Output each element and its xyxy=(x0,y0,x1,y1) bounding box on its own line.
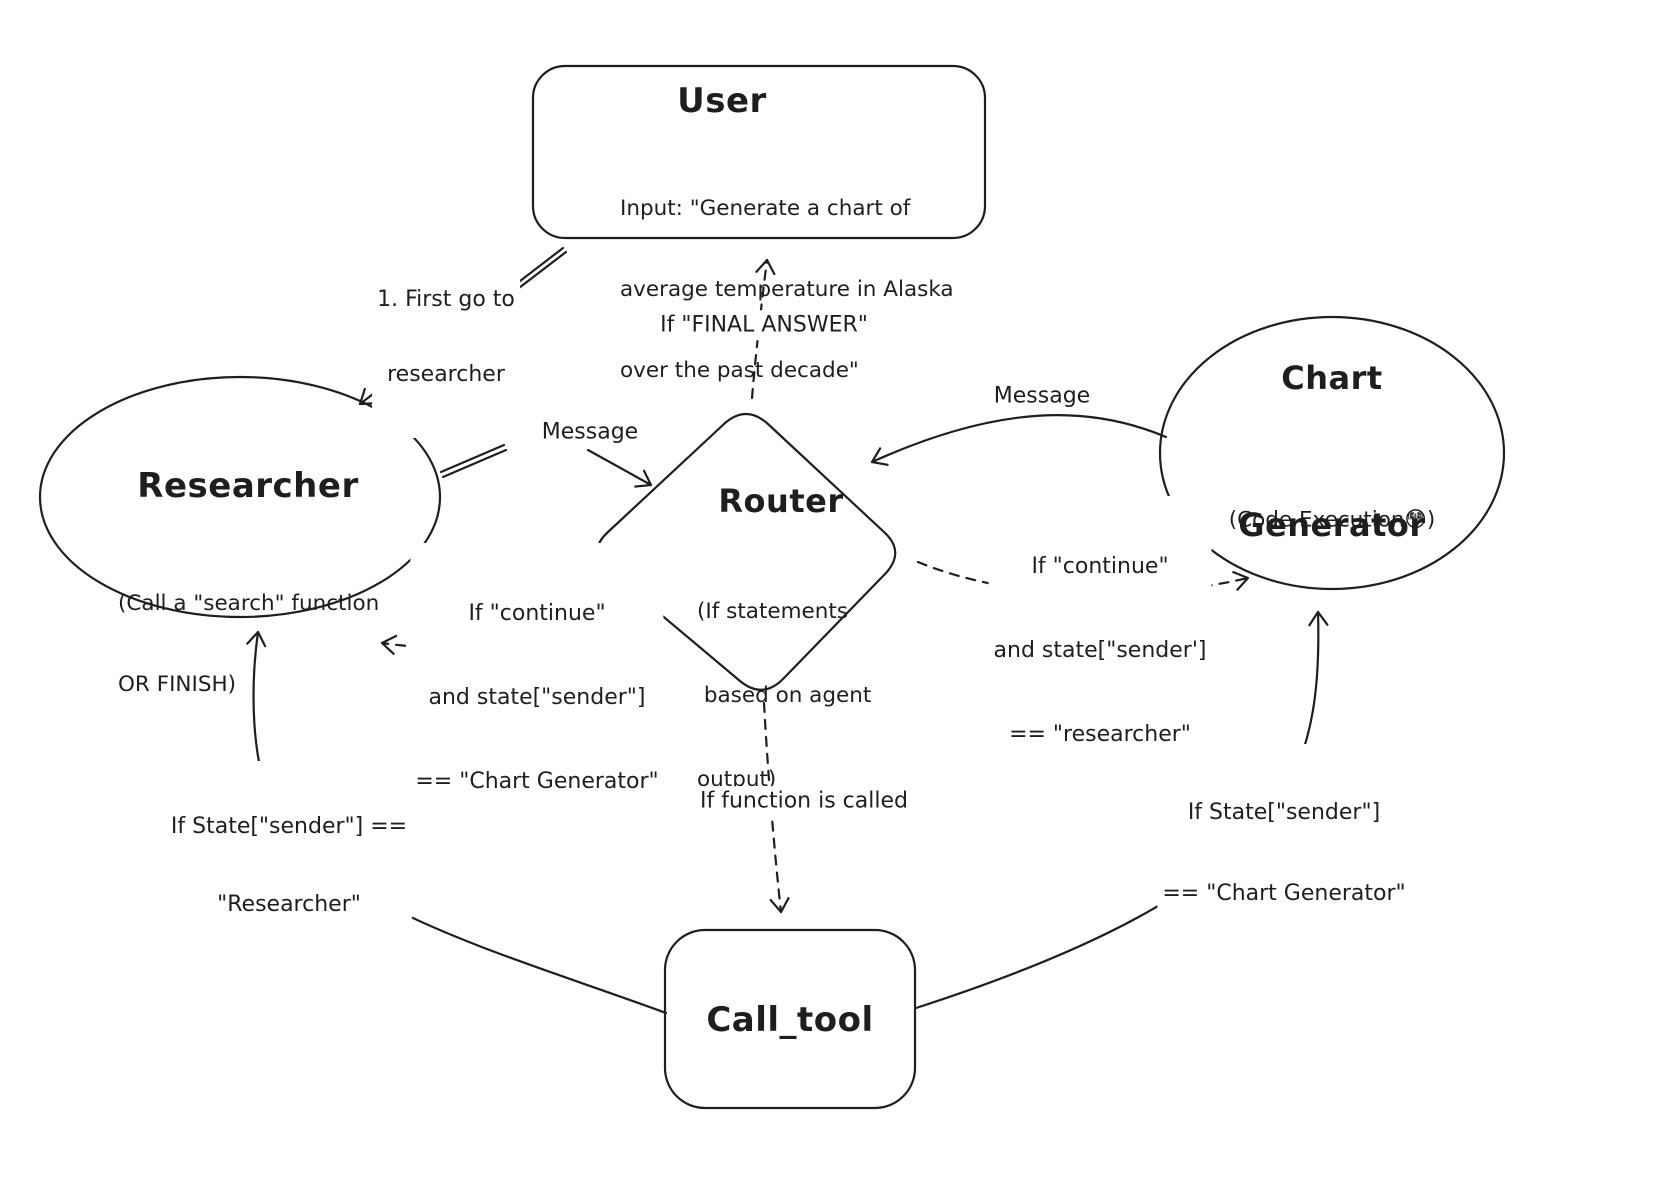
arrow-researcher-to-router-segment2 xyxy=(586,448,653,488)
user-body-line: over the past decade" xyxy=(620,358,859,383)
chart-generator-node-body: (Code Execution😳) xyxy=(1228,507,1436,533)
user-node-shape xyxy=(531,64,987,240)
router-body-line: based on agent xyxy=(697,683,872,708)
researcher-node-shape xyxy=(38,375,442,619)
router-node-body: (If statements based on agent output) xyxy=(697,542,871,850)
arrow-chart-generator-to-router xyxy=(870,414,1168,466)
router-body-line: (If statements xyxy=(697,599,849,624)
arrow-researcher-to-router-segment1-double xyxy=(441,448,508,479)
researcher-body-line: OR FINISH) xyxy=(118,672,237,697)
edge-label-sender-chart-generator: If State["sender"] == "Chart Generator" xyxy=(1157,744,1411,962)
chart-generator-title-line: Generator xyxy=(1238,506,1426,544)
researcher-node-body: (Call a "search" function OR FINISH) xyxy=(118,536,379,752)
edge-label-first-go-to-researcher: 1. First go to researcher xyxy=(372,236,520,438)
call-tool-node-shape xyxy=(663,928,917,1110)
edge-label-function-called: If function is called xyxy=(695,786,913,816)
edge-label-final-answer: If "FINAL ANSWER" xyxy=(655,310,873,340)
researcher-node-title: Researcher xyxy=(137,465,359,506)
chart-generator-title-line: Chart xyxy=(1281,359,1383,397)
researcher-body-line: (Call a "search" function xyxy=(118,591,380,616)
user-body-line: average temperature in Alaska xyxy=(620,277,954,302)
edge-label-message-right: Message xyxy=(988,381,1096,411)
user-body-line: Input: "Generate a chart of xyxy=(620,196,911,221)
chart-generator-node-title: Chart Generator xyxy=(1238,256,1425,648)
call-tool-node-title: Call_tool xyxy=(706,999,874,1040)
router-node-title: Router xyxy=(718,482,844,520)
chart-generator-node-shape xyxy=(1158,315,1506,591)
user-node-body: Input: "Generate a chart of average temp… xyxy=(620,141,954,438)
user-node-title: User xyxy=(677,80,767,121)
edge-label-message-left: Message xyxy=(536,417,644,447)
arrow-researcher-to-router-segment1 xyxy=(439,443,506,474)
edge-label-continue-chart-generator: If "continue" and state["sender"] == "Ch… xyxy=(410,543,664,853)
edge-label-sender-researcher: If State["sender"] == "Researcher" xyxy=(165,761,413,971)
